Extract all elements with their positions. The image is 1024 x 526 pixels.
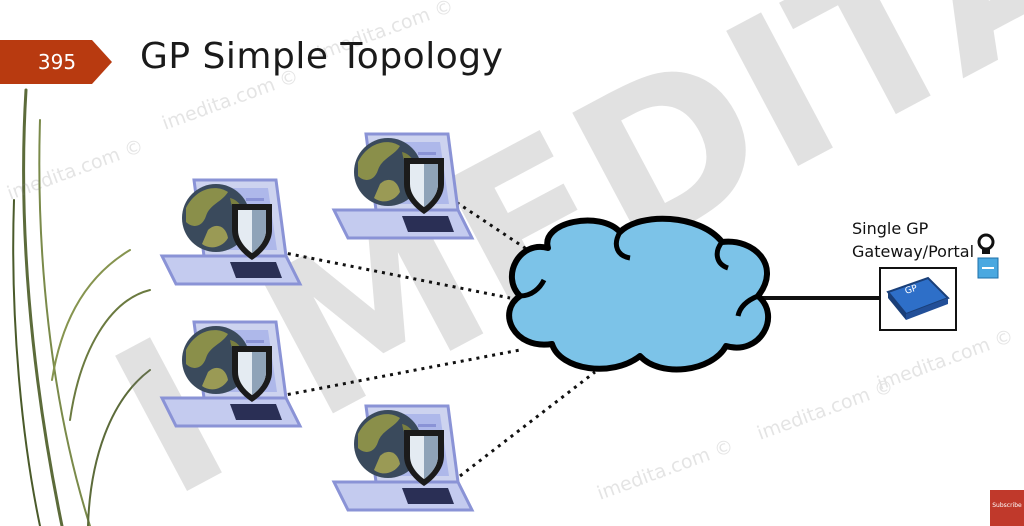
cup-icon <box>977 257 999 279</box>
gateway-device-label: GP <box>904 283 919 297</box>
gateway-label: Single GP Gateway/Portal <box>852 217 1002 263</box>
gateway-label-line2: Gateway/Portal <box>852 242 975 261</box>
watermark-site-6: imedita.com © <box>874 325 1016 395</box>
watermark-site-4: imedita.com © <box>594 435 736 505</box>
watermark-site-5: imedita.com © <box>754 375 896 445</box>
gateway-label-line1: Single GP <box>852 219 929 238</box>
decorative-grass <box>12 88 151 526</box>
slide-number: 395 <box>37 50 77 74</box>
badge-arrow-shape <box>0 40 112 84</box>
watermark-site-1: imedita.com © <box>4 135 146 205</box>
client-links <box>279 196 596 478</box>
lightbulb-icon <box>977 233 995 254</box>
gateway-device: GP <box>879 267 957 331</box>
link-client-2 <box>449 196 541 260</box>
slide-number-badge <box>0 40 112 84</box>
slide-title: GP Simple Topology <box>140 36 504 77</box>
subscribe-button[interactable]: Subscribe <box>990 490 1024 526</box>
link-client-3 <box>279 348 521 398</box>
subscribe-label: Subscribe <box>992 502 1022 509</box>
client-laptop-1 <box>160 178 302 286</box>
internet-cloud <box>506 215 772 373</box>
